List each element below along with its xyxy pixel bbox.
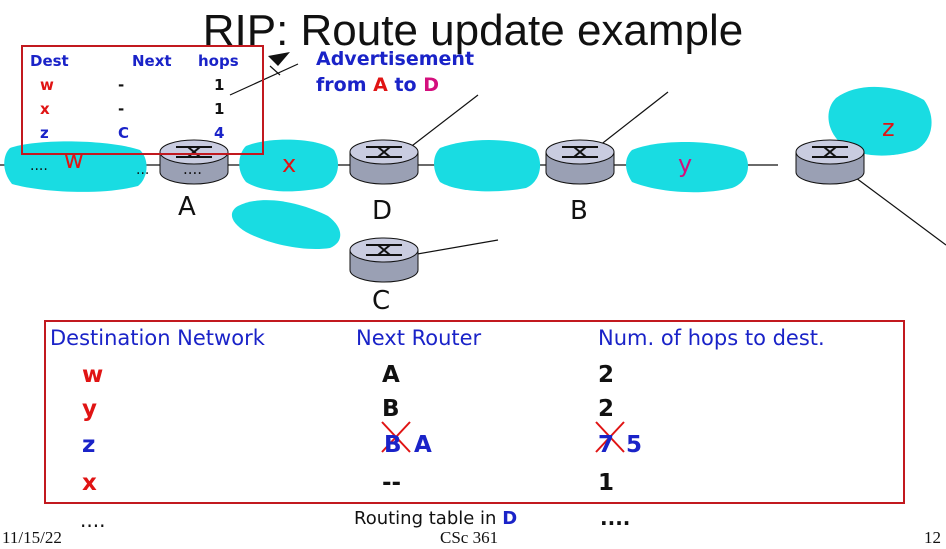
router-c-icon	[349, 237, 419, 283]
adv-row-hops: 4	[214, 124, 225, 142]
table-dots-left: ....	[80, 508, 106, 532]
network-link	[851, 174, 946, 246]
advertisement-note: Advertisement from A to D	[316, 46, 474, 98]
network-z-label: z	[882, 114, 895, 142]
table-cell-hops: 2	[598, 362, 615, 388]
router-b-label: B	[570, 196, 588, 226]
adv-header-next: Next	[132, 52, 172, 70]
advertisement-table	[21, 45, 264, 155]
adv-row-dest: x	[40, 100, 50, 118]
network-w-label: w	[64, 146, 84, 174]
table-cell-next: A	[382, 362, 400, 388]
routing-table-caption: Routing table in D	[354, 508, 518, 529]
advertisement-note-line2: from A to D	[316, 74, 439, 96]
network-y-blob	[626, 141, 748, 193]
router-a-icon	[159, 139, 229, 185]
adv-row-hops: 1	[214, 76, 225, 94]
adv-row-next: C	[118, 124, 130, 142]
table-dots-right: ....	[600, 506, 631, 530]
router-a-dots: ....	[183, 160, 203, 178]
left-dots: ....	[30, 158, 48, 174]
router-d-label: D	[372, 196, 393, 226]
table-cell-next: --	[382, 470, 402, 496]
table-cell-hops: 2	[598, 396, 615, 422]
caption-router-d: D	[502, 508, 518, 529]
adv-header-hops: hops	[198, 52, 239, 70]
arrow-line	[269, 65, 281, 76]
slide-title: RIP: Route update example	[202, 6, 744, 55]
strike-mark	[595, 421, 625, 453]
advertisement-note-line1: Advertisement	[316, 48, 475, 70]
table-header-next: Next Router	[356, 326, 482, 350]
network-z-blob	[828, 86, 932, 156]
table-cell-dest: x	[82, 470, 97, 496]
adv-row-hops: 1	[214, 100, 225, 118]
adv-row-dest: z	[40, 124, 49, 142]
table-cell-next: B	[382, 396, 400, 422]
strike-mark	[381, 421, 411, 453]
table-cell-next-old: B	[384, 432, 402, 458]
network-blob	[434, 139, 541, 192]
table-header-hops: Num. of hops to dest.	[598, 326, 825, 350]
left-dots: ...	[136, 162, 150, 178]
adv-row-next: -	[118, 100, 125, 118]
network-blob	[231, 200, 341, 250]
table-cell-next: A	[414, 432, 432, 458]
network-link	[229, 63, 299, 96]
footer-page-number: 12	[924, 528, 941, 547]
footer-course: CSc 361	[440, 528, 499, 547]
note-router-a: A	[373, 74, 388, 96]
arrow-head	[268, 52, 290, 66]
table-cell-dest: w	[82, 362, 104, 388]
table-cell-dest: z	[82, 432, 96, 458]
router-icon	[795, 139, 865, 185]
footer-date: 11/15/22	[2, 528, 62, 547]
adv-row-next: -	[118, 76, 125, 94]
table-cell-hops: 1	[598, 470, 615, 496]
table-header-dest: Destination Network	[50, 326, 265, 350]
adv-header-dest: Dest	[30, 52, 69, 70]
router-b-icon	[545, 139, 615, 185]
note-router-d: D	[423, 74, 439, 96]
network-link	[403, 94, 479, 153]
router-a-label: A	[178, 192, 196, 222]
table-cell-hops: 5	[626, 432, 643, 458]
table-cell-dest: y	[82, 396, 97, 422]
router-d-icon	[349, 139, 419, 185]
router-c-label: C	[372, 286, 391, 316]
table-cell-hops-old: 7	[598, 432, 615, 458]
adv-row-dest: w	[40, 76, 54, 94]
network-y-label: y	[678, 150, 693, 178]
routing-table	[44, 320, 905, 504]
network-x-label: x	[282, 150, 297, 178]
